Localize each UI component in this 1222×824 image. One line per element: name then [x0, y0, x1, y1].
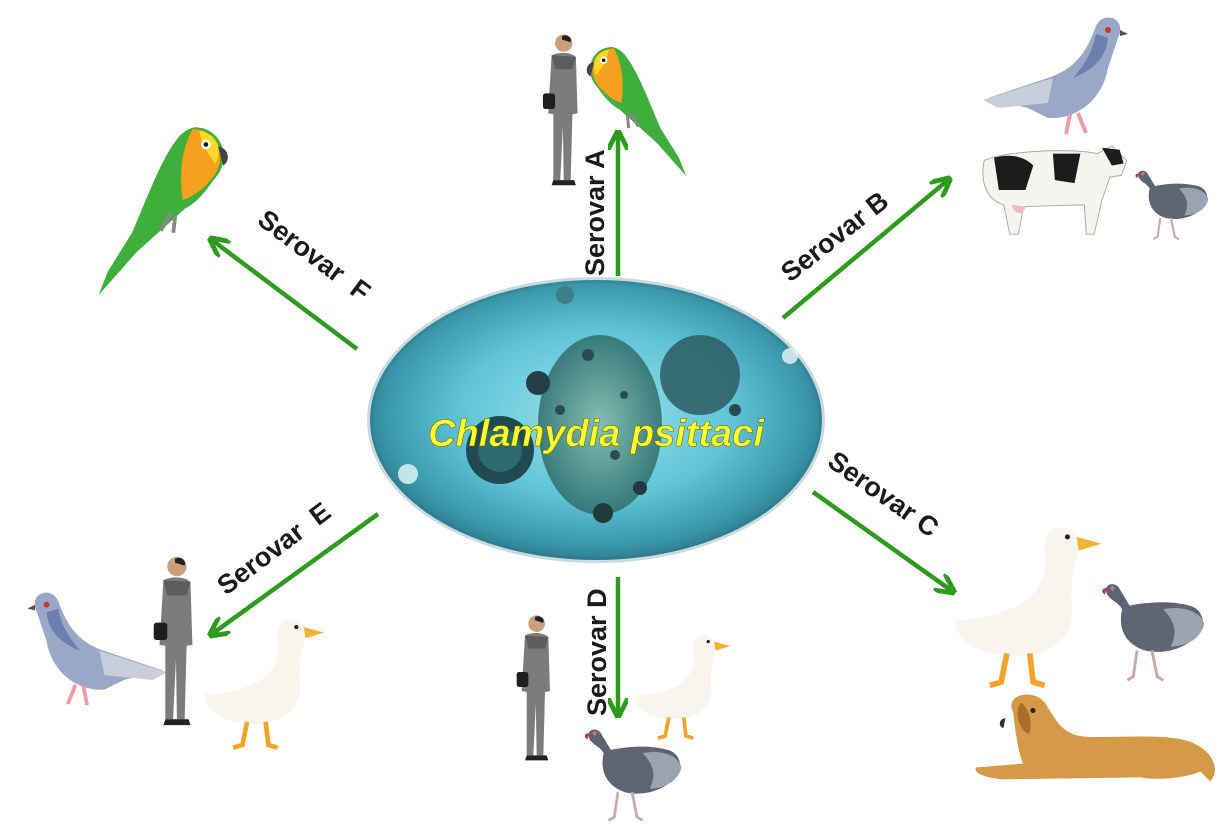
turkey-icon	[585, 730, 682, 821]
human-icon	[543, 34, 578, 185]
parrot-icon	[98, 127, 227, 295]
cattle-icon	[983, 146, 1127, 234]
duck-icon	[635, 636, 730, 739]
host-group-serovar-b	[983, 17, 1208, 239]
human-icon	[154, 557, 193, 725]
host-group-serovar-a	[543, 34, 686, 185]
host-group-serovar-d	[517, 615, 731, 820]
pigeon-icon	[983, 17, 1128, 134]
host-group-serovar-c	[955, 527, 1215, 781]
label-serovar-a: Serovar A	[580, 149, 610, 276]
label-serovar-d: Serovar D	[582, 588, 612, 716]
organism-title: Chlamydia psittaci	[428, 413, 765, 455]
human-icon	[517, 615, 550, 760]
dog-icon	[976, 694, 1215, 781]
turkey-icon	[1135, 171, 1208, 240]
host-group-serovar-f	[98, 127, 227, 295]
label-serovar-e: Serovar E	[212, 496, 337, 600]
turkey-icon	[1102, 584, 1204, 680]
label-serovar-f: Serovar F	[252, 204, 376, 307]
duck-icon	[955, 527, 1101, 685]
duck-icon	[205, 619, 324, 747]
label-serovar-c: Serovar C	[823, 445, 945, 543]
pigeon-icon	[27, 593, 167, 705]
